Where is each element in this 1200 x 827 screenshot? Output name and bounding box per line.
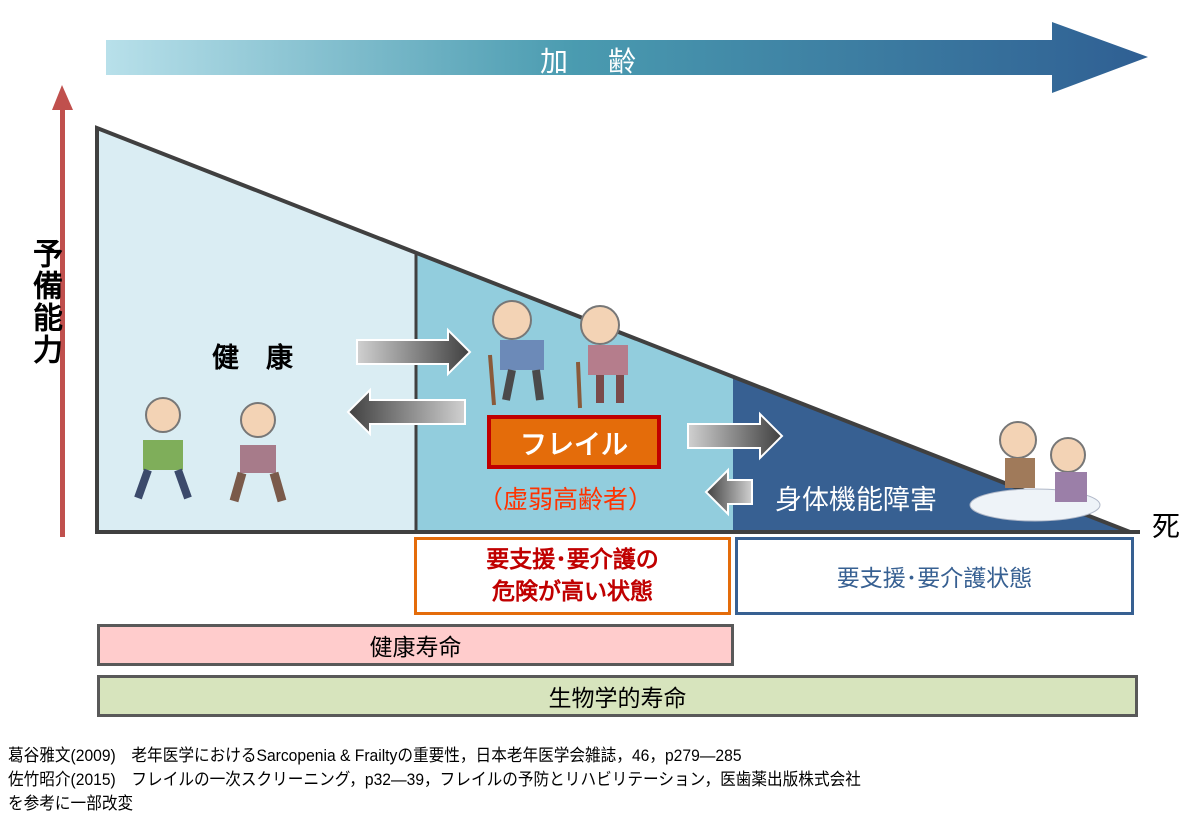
frailty-label-box: フレイル [487, 415, 661, 469]
arrow-to-disability[interactable] [687, 411, 784, 461]
risk-state-box: 要支援･要介護の 危険が高い状態 [414, 537, 731, 615]
aging-arrow [106, 22, 1148, 93]
care-state-label: 要支援･要介護状態 [836, 566, 1033, 592]
risk-state-line-1: 要支援･要介護の [486, 547, 659, 573]
reference-note: を参考に一部改変 [8, 794, 134, 813]
bedridden-elderly-illustration [969, 421, 1101, 522]
frailty-label: フレイル [520, 429, 628, 461]
reserve-capacity-label: 予備能力 [27, 238, 62, 366]
healthy-life-label: 健康寿命 [369, 635, 462, 661]
healthy-elderly-illustration [134, 397, 287, 503]
reference-2: 佐竹昭介(2015) フレイルの一次スクリーニング，p32―39，フレイルの予防… [8, 770, 861, 789]
healthy-label: 健 康 [212, 343, 293, 374]
reserve-capacity-arrow [52, 85, 73, 537]
arrow-to-healthy[interactable] [346, 387, 466, 437]
risk-state-line-2: 危険が高い状態 [492, 579, 653, 605]
biological-life-bar: 生物学的寿命 [97, 675, 1138, 717]
frailty-sublabel: （虚弱高齢者） [478, 485, 654, 514]
arrow-to-frailty-back[interactable] [704, 467, 753, 517]
reference-1: 葛谷雅文(2009) 老年医学におけるSarcopenia & Frailtyの… [8, 746, 742, 765]
care-state-box: 要支援･要介護状態 [735, 537, 1134, 615]
disability-label: 身体機能障害 [775, 485, 937, 516]
death-label: 死 [1152, 510, 1181, 543]
healthy-life-bar: 健康寿命 [97, 624, 734, 666]
frail-elderly-illustration [488, 300, 628, 409]
biological-life-label: 生物学的寿命 [548, 686, 687, 712]
healthy-region [97, 128, 416, 532]
arrow-to-frailty[interactable] [356, 327, 472, 377]
aging-label: 加 齢 [540, 45, 643, 78]
